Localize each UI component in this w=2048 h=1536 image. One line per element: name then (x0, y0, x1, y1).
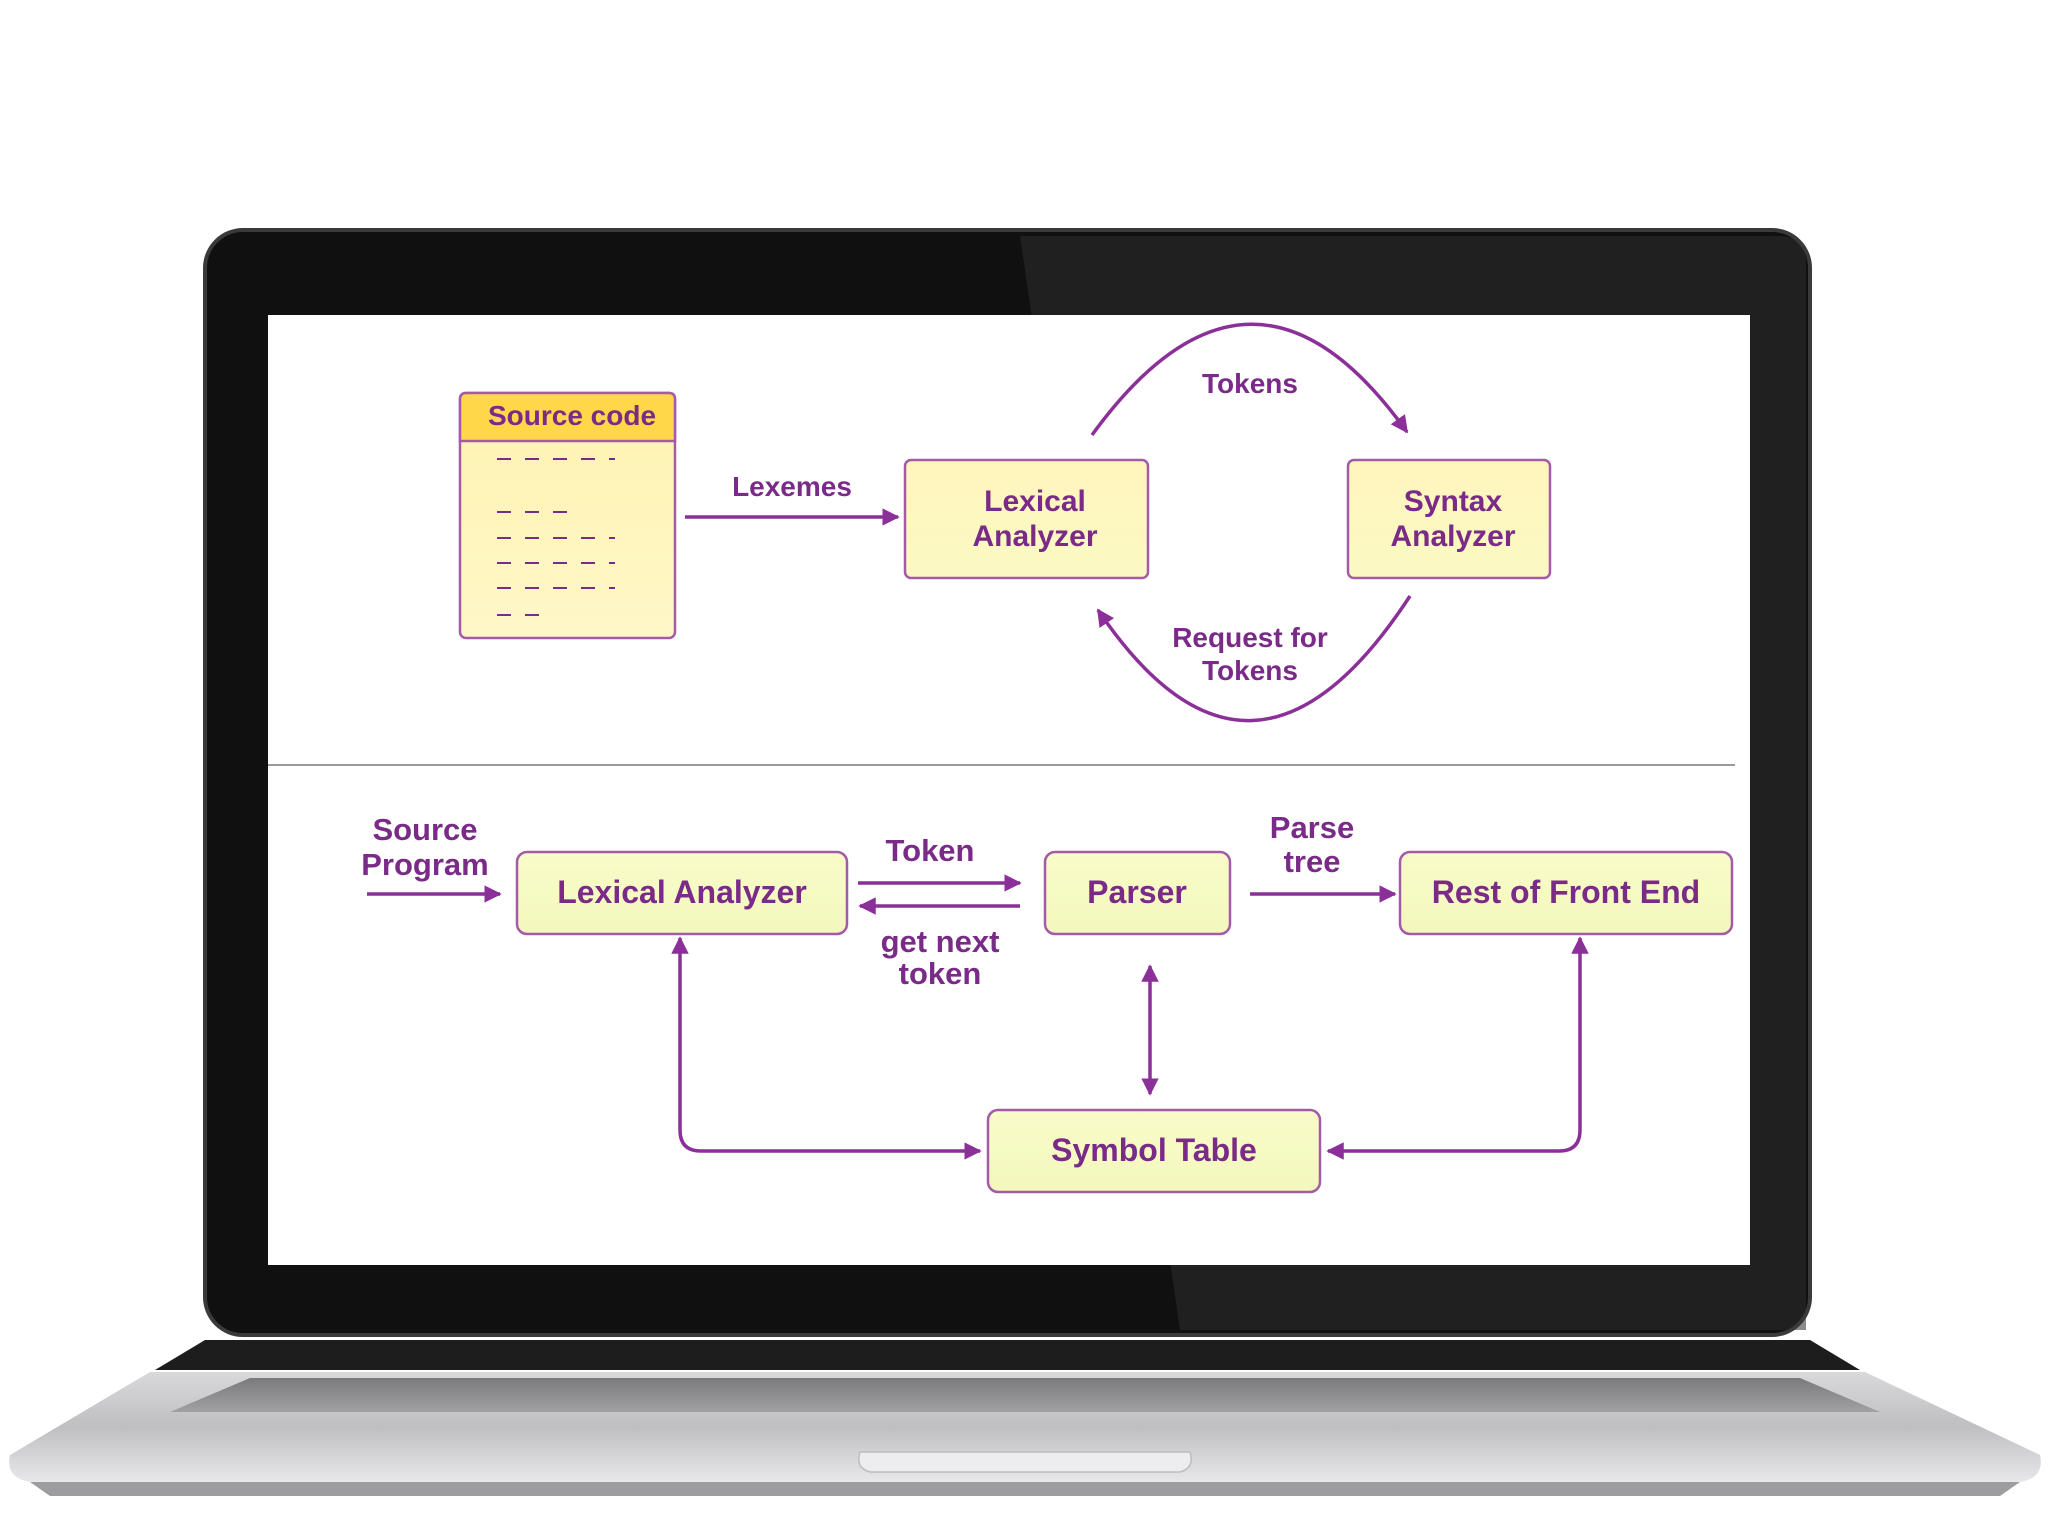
get-next-token-line1: get next (881, 924, 1000, 959)
source-code-lines (497, 458, 615, 616)
laptop-base (9, 1340, 2041, 1496)
lexical-analyzer-label: Lexical Analyzer (557, 874, 807, 910)
top-lexical-line1: Lexical (984, 485, 1086, 518)
parse-tree-line2: tree (1284, 844, 1341, 879)
parser-label: Parser (1087, 874, 1187, 910)
parse-tree-line1: Parse (1270, 810, 1354, 845)
syntax-line1: Syntax (1404, 485, 1503, 518)
source-program-line1: Source (372, 812, 477, 847)
tokens-arc-arrow (1090, 322, 1409, 437)
rest-symbol-table-arrow (1326, 936, 1589, 1160)
syntax-analyzer-box: Syntax Analyzer (1346, 458, 1552, 580)
parser-box: Parser (1043, 850, 1232, 936)
request-arc-arrow (1096, 595, 1412, 723)
request-label-line1: Request for (1172, 622, 1328, 653)
top-lexical-line2: Analyzer (972, 520, 1097, 553)
get-next-token-line2: token (899, 956, 982, 991)
top-diagram: Source code Lexemes Lexical Analyzer Syn… (458, 322, 1552, 723)
request-label-line2: Tokens (1202, 655, 1298, 686)
symbol-table-label: Symbol Table (1051, 1132, 1257, 1168)
rest-of-front-end-box: Rest of Front End (1398, 850, 1734, 936)
source-program-line2: Program (361, 847, 488, 882)
rest-of-front-end-label: Rest of Front End (1432, 874, 1700, 910)
bottom-diagram: Source Program Lexical Analyzer Token ge… (361, 810, 1734, 1194)
source-code-title: Source code (488, 400, 656, 431)
lexemes-label: Lexemes (732, 471, 852, 502)
tokens-label: Tokens (1202, 368, 1298, 399)
top-lexical-analyzer-box: Lexical Analyzer (903, 458, 1150, 580)
lexical-analyzer-box: Lexical Analyzer (515, 850, 849, 936)
token-label: Token (886, 833, 975, 868)
symbol-table-box: Symbol Table (986, 1108, 1322, 1194)
lexical-symbol-table-arrow (671, 936, 982, 1160)
syntax-line2: Analyzer (1390, 520, 1515, 553)
source-code-card: Source code (458, 391, 677, 640)
